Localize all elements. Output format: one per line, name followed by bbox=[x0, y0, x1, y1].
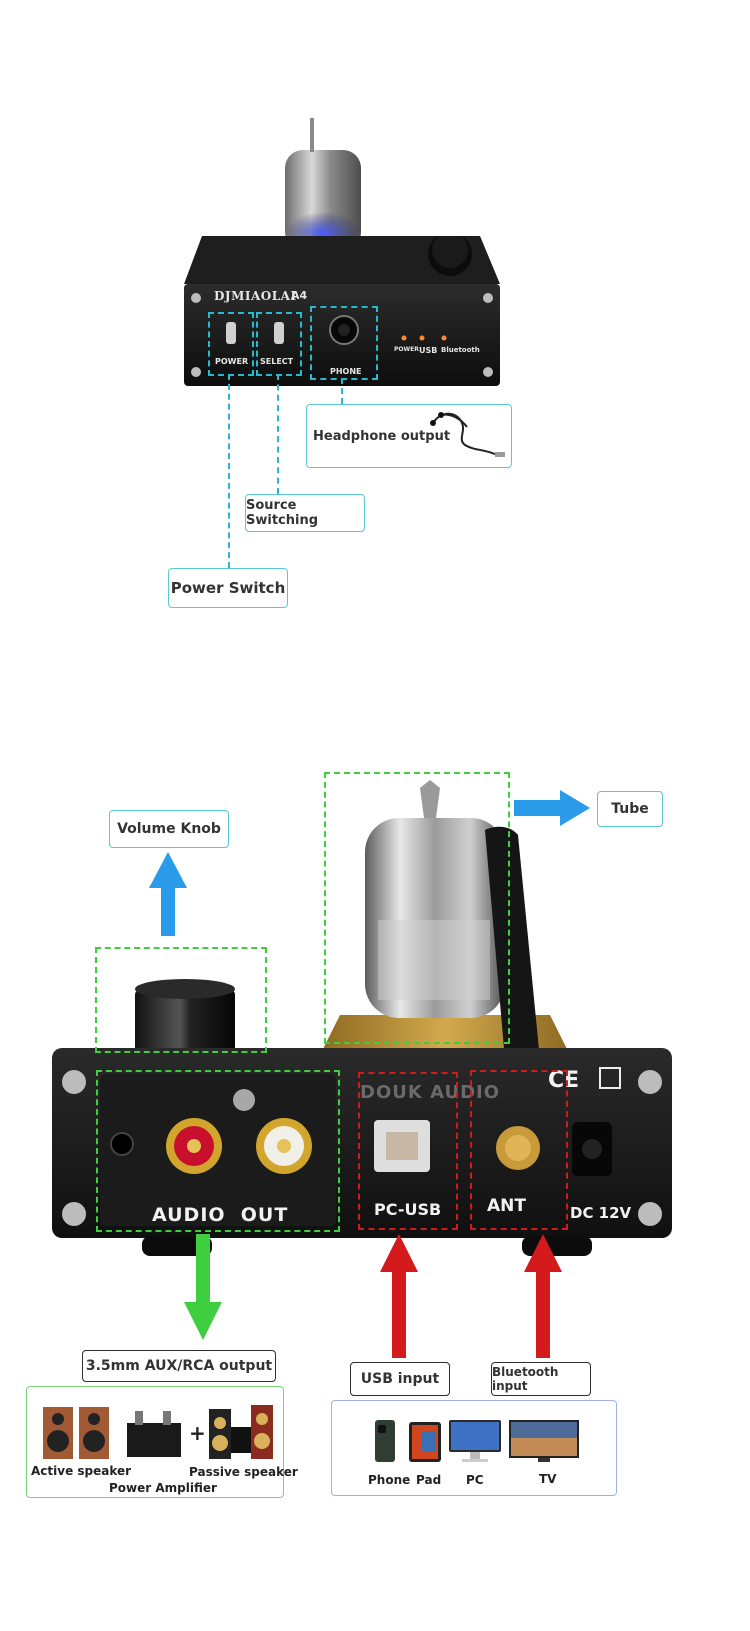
usb-input-arrow-icon bbox=[380, 1234, 418, 1358]
indicator-power: POWER bbox=[394, 346, 419, 353]
audio-out-label: AUDIO OUT bbox=[152, 1204, 289, 1226]
power-switch-callout-label: Power Switch bbox=[170, 579, 286, 597]
phone-label: Phone bbox=[368, 1473, 411, 1487]
volume-knob-frame bbox=[95, 947, 267, 1053]
pc-usb-label: PC-USB bbox=[374, 1200, 442, 1219]
audio-out-frame bbox=[96, 1070, 340, 1232]
usb-input-callout: USB input bbox=[350, 1362, 450, 1396]
tube-callout: Tube bbox=[597, 791, 663, 827]
ant-frame bbox=[470, 1070, 568, 1230]
rear-chassis bbox=[52, 1048, 672, 1256]
passive-speaker-icon bbox=[209, 1405, 273, 1459]
brand-watermark: DOUK AUDIO bbox=[360, 1082, 501, 1103]
aux-output-callout: 3.5mm AUX/RCA output bbox=[82, 1350, 276, 1382]
power-switch-label: POWER bbox=[215, 357, 249, 366]
pc-usb-frame bbox=[358, 1072, 458, 1230]
tube-label: Tube bbox=[611, 801, 649, 817]
headphone-output-callout: Headphone output bbox=[306, 404, 512, 468]
rear-tube bbox=[320, 780, 570, 1060]
input-devices-box: Phone Pad PC TV bbox=[331, 1400, 617, 1496]
phone-jack-frame bbox=[310, 306, 378, 380]
pad-icon bbox=[409, 1422, 441, 1462]
active-speaker-icon bbox=[43, 1407, 109, 1459]
select-switch-label: SELECT bbox=[260, 357, 294, 366]
volume-knob bbox=[135, 979, 235, 1055]
usb-input-label: USB input bbox=[360, 1371, 440, 1387]
output-devices-box: + Active speaker Passive speaker Power A… bbox=[26, 1386, 298, 1498]
power-switch-frame bbox=[208, 312, 254, 376]
headphone-cable-icon bbox=[430, 412, 505, 457]
volume-knob-label: Volume Knob bbox=[117, 821, 221, 837]
indicator-bluetooth: Bluetooth bbox=[441, 346, 480, 354]
phone-icon bbox=[375, 1420, 395, 1462]
bluetooth-input-label: Bluetooth input bbox=[492, 1365, 559, 1393]
bluetooth-input-callout: Bluetooth input bbox=[491, 1362, 591, 1396]
select-switch-frame bbox=[256, 312, 302, 376]
indicator-usb: USB bbox=[419, 346, 438, 355]
volume-arrow-icon bbox=[149, 852, 187, 936]
power-switch-callout: Power Switch bbox=[168, 568, 288, 608]
power-leader-line bbox=[228, 374, 230, 568]
tube-frame bbox=[324, 772, 510, 1044]
ce-mark: CE bbox=[548, 1068, 580, 1093]
pc-icon bbox=[449, 1420, 501, 1462]
aux-output-arrow-icon bbox=[184, 1234, 222, 1340]
pad-label: Pad bbox=[416, 1473, 442, 1487]
power-amplifier-icon bbox=[127, 1411, 181, 1457]
volume-knob-callout: Volume Knob bbox=[109, 810, 229, 848]
phone-leader-line bbox=[341, 378, 343, 404]
pc-label: PC bbox=[466, 1473, 484, 1487]
tube-arrow-icon bbox=[514, 790, 590, 826]
source-leader-line bbox=[277, 374, 279, 494]
tv-label: TV bbox=[539, 1472, 557, 1486]
tv-icon bbox=[509, 1420, 579, 1462]
power-amplifier-label: Power Amplifier bbox=[109, 1481, 217, 1495]
dc-12v-label: DC 12V bbox=[570, 1204, 632, 1222]
source-switching-label: Source Switching bbox=[246, 498, 319, 528]
brand-label: DJMIAOLAI bbox=[214, 289, 297, 303]
aux-output-label: 3.5mm AUX/RCA output bbox=[85, 1358, 273, 1374]
bluetooth-input-arrow-icon bbox=[524, 1234, 562, 1358]
passive-speaker-label: Passive speaker bbox=[189, 1465, 298, 1479]
plus-sign: + bbox=[189, 1421, 206, 1445]
model-label: A4 bbox=[291, 289, 308, 302]
front-chassis bbox=[184, 236, 500, 386]
active-speaker-label: Active speaker bbox=[31, 1464, 132, 1478]
ant-label: ANT bbox=[487, 1196, 526, 1216]
headphone-output-label: Headphone output bbox=[313, 428, 451, 444]
source-switching-callout: Source Switching bbox=[245, 494, 365, 532]
phone-jack-label: PHONE bbox=[330, 367, 362, 376]
